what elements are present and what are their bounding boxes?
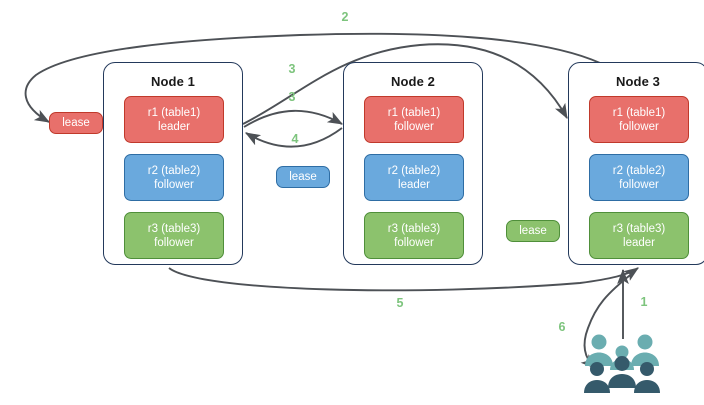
step-label-6: 6 <box>558 320 566 334</box>
lease-label: lease <box>289 171 317 183</box>
replica-n1-r1[interactable]: r1 (table1) leader <box>124 96 224 143</box>
arrow-step-3-to-node2 <box>243 109 343 128</box>
replica-role-label: follower <box>619 120 659 133</box>
replica-range-label: r2 (table2) <box>612 164 666 177</box>
replica-n1-r2[interactable]: r2 (table2) follower <box>124 154 224 201</box>
node-title: Node 2 <box>391 74 435 89</box>
replica-n2-r1[interactable]: r1 (table1) follower <box>364 96 464 143</box>
replica-role-label: follower <box>394 120 434 133</box>
replica-n3-r2[interactable]: r2 (table2) follower <box>589 154 689 201</box>
arrow-step-5 <box>168 267 639 292</box>
lease-badge-table1[interactable]: lease <box>49 112 103 134</box>
replica-n1-r3[interactable]: r3 (table3) follower <box>124 212 224 259</box>
replica-range-label: r2 (table2) <box>147 164 201 177</box>
node-title: Node 1 <box>151 74 195 89</box>
replica-n3-r3[interactable]: r3 (table3) leader <box>589 212 689 259</box>
replica-role-label: follower <box>154 178 194 191</box>
replica-n3-r1[interactable]: r1 (table1) follower <box>589 96 689 143</box>
replica-role-label: follower <box>619 178 659 191</box>
node-title: Node 3 <box>616 74 660 89</box>
step-label-1: 1 <box>640 295 648 309</box>
replica-range-label: r3 (table3) <box>612 222 666 235</box>
replica-range-label: r1 (table1) <box>612 106 666 119</box>
step-label-3b: 3 <box>288 90 296 104</box>
replica-role-label: follower <box>394 236 434 249</box>
replica-range-label: r3 (table3) <box>147 222 201 235</box>
node-container-node3: Node 3 r1 (table1) follower r2 (table2) … <box>568 62 704 265</box>
lease-label: lease <box>62 117 90 129</box>
step-label-5: 5 <box>396 296 404 310</box>
replica-range-label: r1 (table1) <box>387 106 441 119</box>
people-front-row <box>584 356 660 393</box>
replica-role-label: follower <box>154 236 194 249</box>
replica-n2-r3[interactable]: r3 (table3) follower <box>364 212 464 259</box>
replica-range-label: r1 (table1) <box>147 106 201 119</box>
replica-role-label: leader <box>158 120 190 133</box>
replica-range-label: r2 (table2) <box>387 164 441 177</box>
lease-label: lease <box>519 225 547 237</box>
lease-badge-table2[interactable]: lease <box>276 166 330 188</box>
step-label-4: 4 <box>291 132 299 146</box>
replica-role-label: leader <box>398 178 430 191</box>
lease-badge-table3[interactable]: lease <box>506 220 560 242</box>
node-container-node1: Node 1 r1 (table1) leader r2 (table2) fo… <box>103 62 243 265</box>
step-label-2: 2 <box>341 10 349 24</box>
node-container-node2: Node 2 r1 (table1) follower r2 (table2) … <box>343 62 483 265</box>
step-label-3a: 3 <box>288 62 296 76</box>
replica-n2-r2[interactable]: r2 (table2) leader <box>364 154 464 201</box>
people-group-icon <box>584 334 660 393</box>
replica-range-label: r3 (table3) <box>387 222 441 235</box>
replica-role-label: leader <box>623 236 655 249</box>
